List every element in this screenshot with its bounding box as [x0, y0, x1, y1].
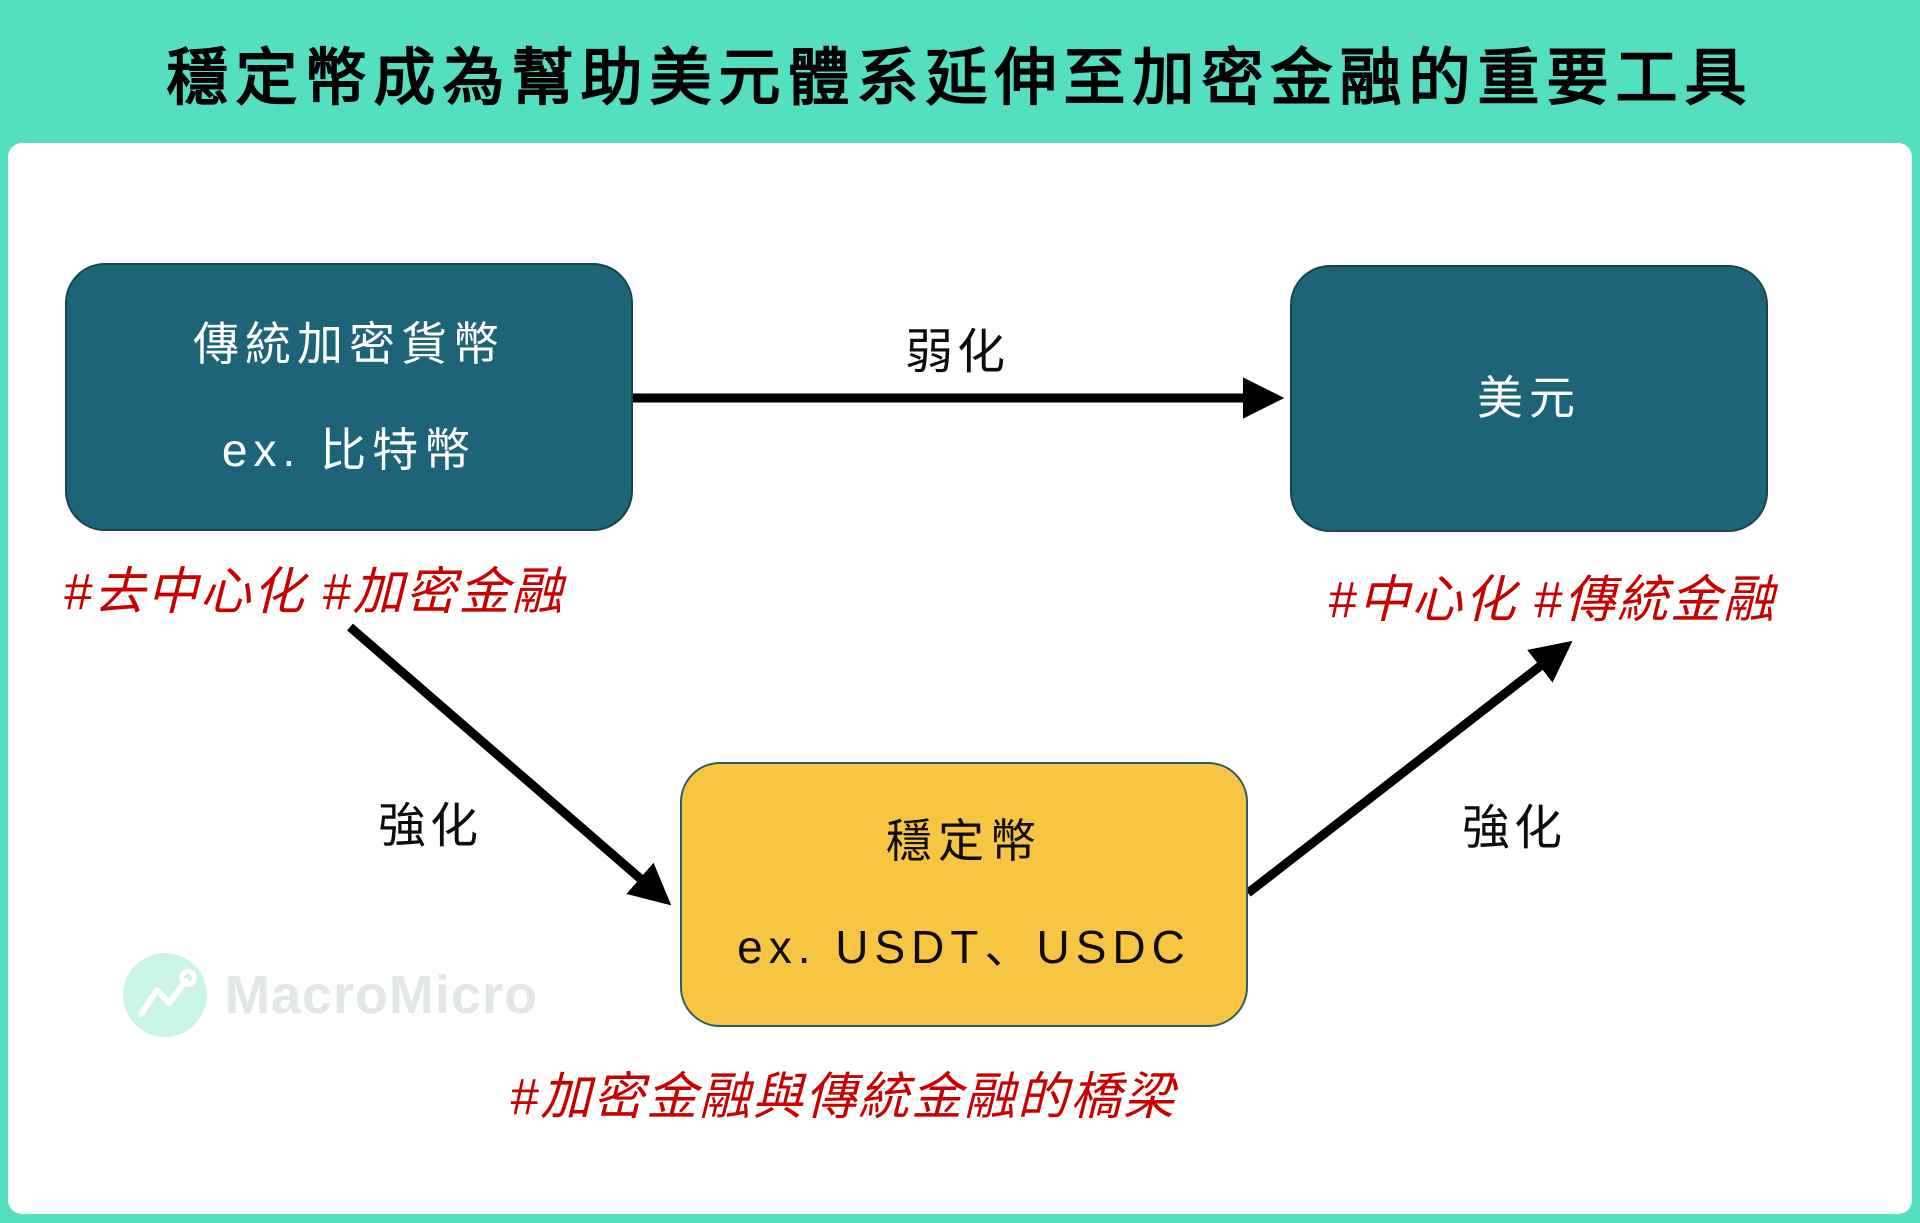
node-usd: 美元: [1290, 265, 1768, 532]
node-stablecoin-title: 穩定幣: [886, 815, 1042, 868]
node-traditional-crypto-title: 傳統加密貨幣: [193, 317, 505, 370]
node-stablecoin: 穩定幣 ex. USDT、USDC: [680, 762, 1248, 1027]
hashtag-centralized-traditional-finance: #中心化 #傳統金融: [1328, 571, 1776, 628]
line-chart-icon: [123, 953, 207, 1037]
title-bar: 穩定幣成為幫助美元體系延伸至加密金融的重要工具: [0, 0, 1920, 143]
edge-label-weaken: 弱化: [904, 326, 1010, 379]
node-usd-title: 美元: [1477, 372, 1581, 425]
macromicro-logo: MacroMicro: [123, 953, 538, 1037]
hashtag-bridge: #加密金融與傳統金融的橋梁: [509, 1068, 1177, 1125]
hashtag-decentralized-crypto-finance: #去中心化 #加密金融: [63, 563, 565, 620]
macromicro-wordmark: MacroMicro: [225, 965, 539, 1025]
edge-label-strengthen-left: 強化: [377, 800, 483, 853]
node-stablecoin-subtitle: ex. USDT、USDC: [737, 921, 1191, 973]
diagram-title: 穩定幣成為幫助美元體系延伸至加密金融的重要工具: [166, 43, 1754, 113]
node-traditional-crypto-subtitle: ex. 比特幣: [221, 423, 477, 476]
edge-label-strengthen-right: 強化: [1461, 802, 1567, 855]
node-traditional-crypto: 傳統加密貨幣 ex. 比特幣: [65, 263, 633, 531]
